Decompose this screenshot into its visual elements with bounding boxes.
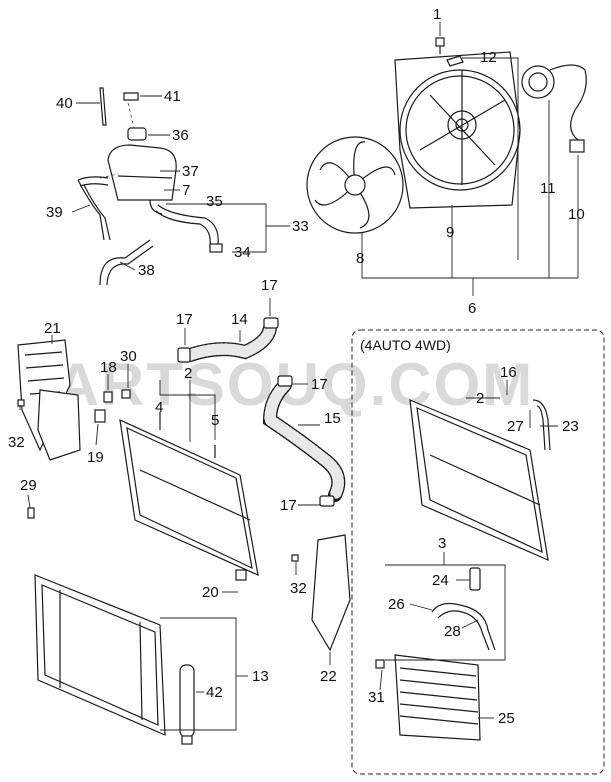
callout-12: 12 bbox=[480, 49, 497, 66]
lower-hose-15 bbox=[262, 375, 346, 507]
callout-40: 40 bbox=[56, 95, 73, 112]
sensor-40 bbox=[99, 87, 107, 126]
oil-cooler bbox=[375, 654, 481, 741]
callout-6: 6 bbox=[468, 300, 476, 317]
hose-38 bbox=[99, 239, 154, 286]
fan-motor bbox=[521, 64, 587, 153]
label-41 bbox=[123, 92, 139, 101]
callout-21: 21 bbox=[44, 320, 61, 337]
callout-11: 11 bbox=[540, 180, 556, 197]
inset-box: (4AUTO 4WD) bbox=[351, 329, 605, 775]
callout-36: 36 bbox=[172, 127, 189, 144]
leaders-radiator bbox=[19, 298, 331, 665]
callout-17-mid: 17 bbox=[311, 376, 328, 393]
callout-5: 5 bbox=[211, 412, 219, 429]
callout-30: 30 bbox=[120, 348, 137, 365]
callout-2-main: 2 bbox=[184, 365, 192, 382]
callout-19: 19 bbox=[87, 449, 104, 466]
guard-19 bbox=[37, 389, 81, 461]
callout-23: 23 bbox=[562, 418, 579, 435]
clip-12 bbox=[446, 55, 464, 67]
callout-29: 29 bbox=[20, 477, 37, 494]
callout-8: 8 bbox=[356, 250, 364, 267]
callout-33: 33 bbox=[292, 218, 309, 235]
callout-32-left: 32 bbox=[8, 434, 25, 451]
callout-9: 9 bbox=[446, 224, 454, 241]
condenser bbox=[34, 574, 166, 736]
leaders-condenser bbox=[160, 617, 248, 731]
callout-10: 10 bbox=[568, 206, 585, 223]
callout-7: 7 bbox=[182, 182, 190, 199]
callout-38: 38 bbox=[138, 262, 155, 279]
radiator-main bbox=[119, 418, 259, 581]
callout-39: 39 bbox=[46, 204, 63, 221]
callout-13: 13 bbox=[252, 668, 269, 685]
callout-37: 37 bbox=[182, 163, 199, 180]
callout-16: 16 bbox=[500, 364, 517, 381]
callout-17-left: 17 bbox=[176, 311, 193, 328]
callout-3: 3 bbox=[438, 535, 446, 552]
callout-41: 41 bbox=[164, 88, 181, 105]
small-parts-center bbox=[17, 389, 299, 562]
callout-32-center: 32 bbox=[290, 580, 307, 597]
callout-26: 26 bbox=[388, 596, 405, 613]
hose-39 bbox=[77, 176, 111, 241]
callout-numbers: 1 12 11 10 9 8 6 40 41 36 37 7 35 39 33 … bbox=[8, 6, 585, 727]
leaders-inset bbox=[379, 380, 558, 719]
leaders-fan bbox=[361, 22, 579, 296]
hose-35-33 bbox=[155, 204, 223, 253]
inset-title: (4AUTO 4WD) bbox=[360, 337, 451, 353]
callout-17-low: 17 bbox=[280, 497, 297, 514]
callout-34: 34 bbox=[234, 244, 251, 261]
receiver-drier bbox=[179, 664, 195, 745]
fan-blade bbox=[306, 136, 404, 234]
callout-20: 20 bbox=[202, 584, 219, 601]
callout-22: 22 bbox=[320, 668, 337, 685]
callout-31: 31 bbox=[368, 689, 385, 706]
oil-cooler-hoses bbox=[431, 399, 551, 651]
leaders-reservoir bbox=[71, 95, 290, 271]
upper-hose-14 bbox=[177, 317, 279, 363]
callout-1: 1 bbox=[433, 6, 441, 23]
bracket-22 bbox=[311, 534, 351, 652]
reservoir-tank bbox=[107, 127, 177, 215]
callout-2-inset: 2 bbox=[476, 390, 484, 407]
callout-15: 15 bbox=[324, 410, 341, 427]
callout-25: 25 bbox=[498, 710, 515, 727]
callout-28: 28 bbox=[444, 623, 461, 640]
callout-24: 24 bbox=[432, 572, 449, 589]
bolt-1 bbox=[435, 37, 445, 54]
callout-27: 27 bbox=[507, 418, 524, 435]
callout-14: 14 bbox=[231, 311, 248, 328]
fan-shroud bbox=[394, 51, 521, 209]
callout-18: 18 bbox=[100, 359, 117, 376]
callout-35: 35 bbox=[206, 193, 223, 210]
callout-4: 4 bbox=[155, 399, 163, 416]
callout-17-top: 17 bbox=[261, 277, 278, 294]
callout-42: 42 bbox=[206, 684, 223, 701]
radiator-inset bbox=[409, 399, 549, 561]
